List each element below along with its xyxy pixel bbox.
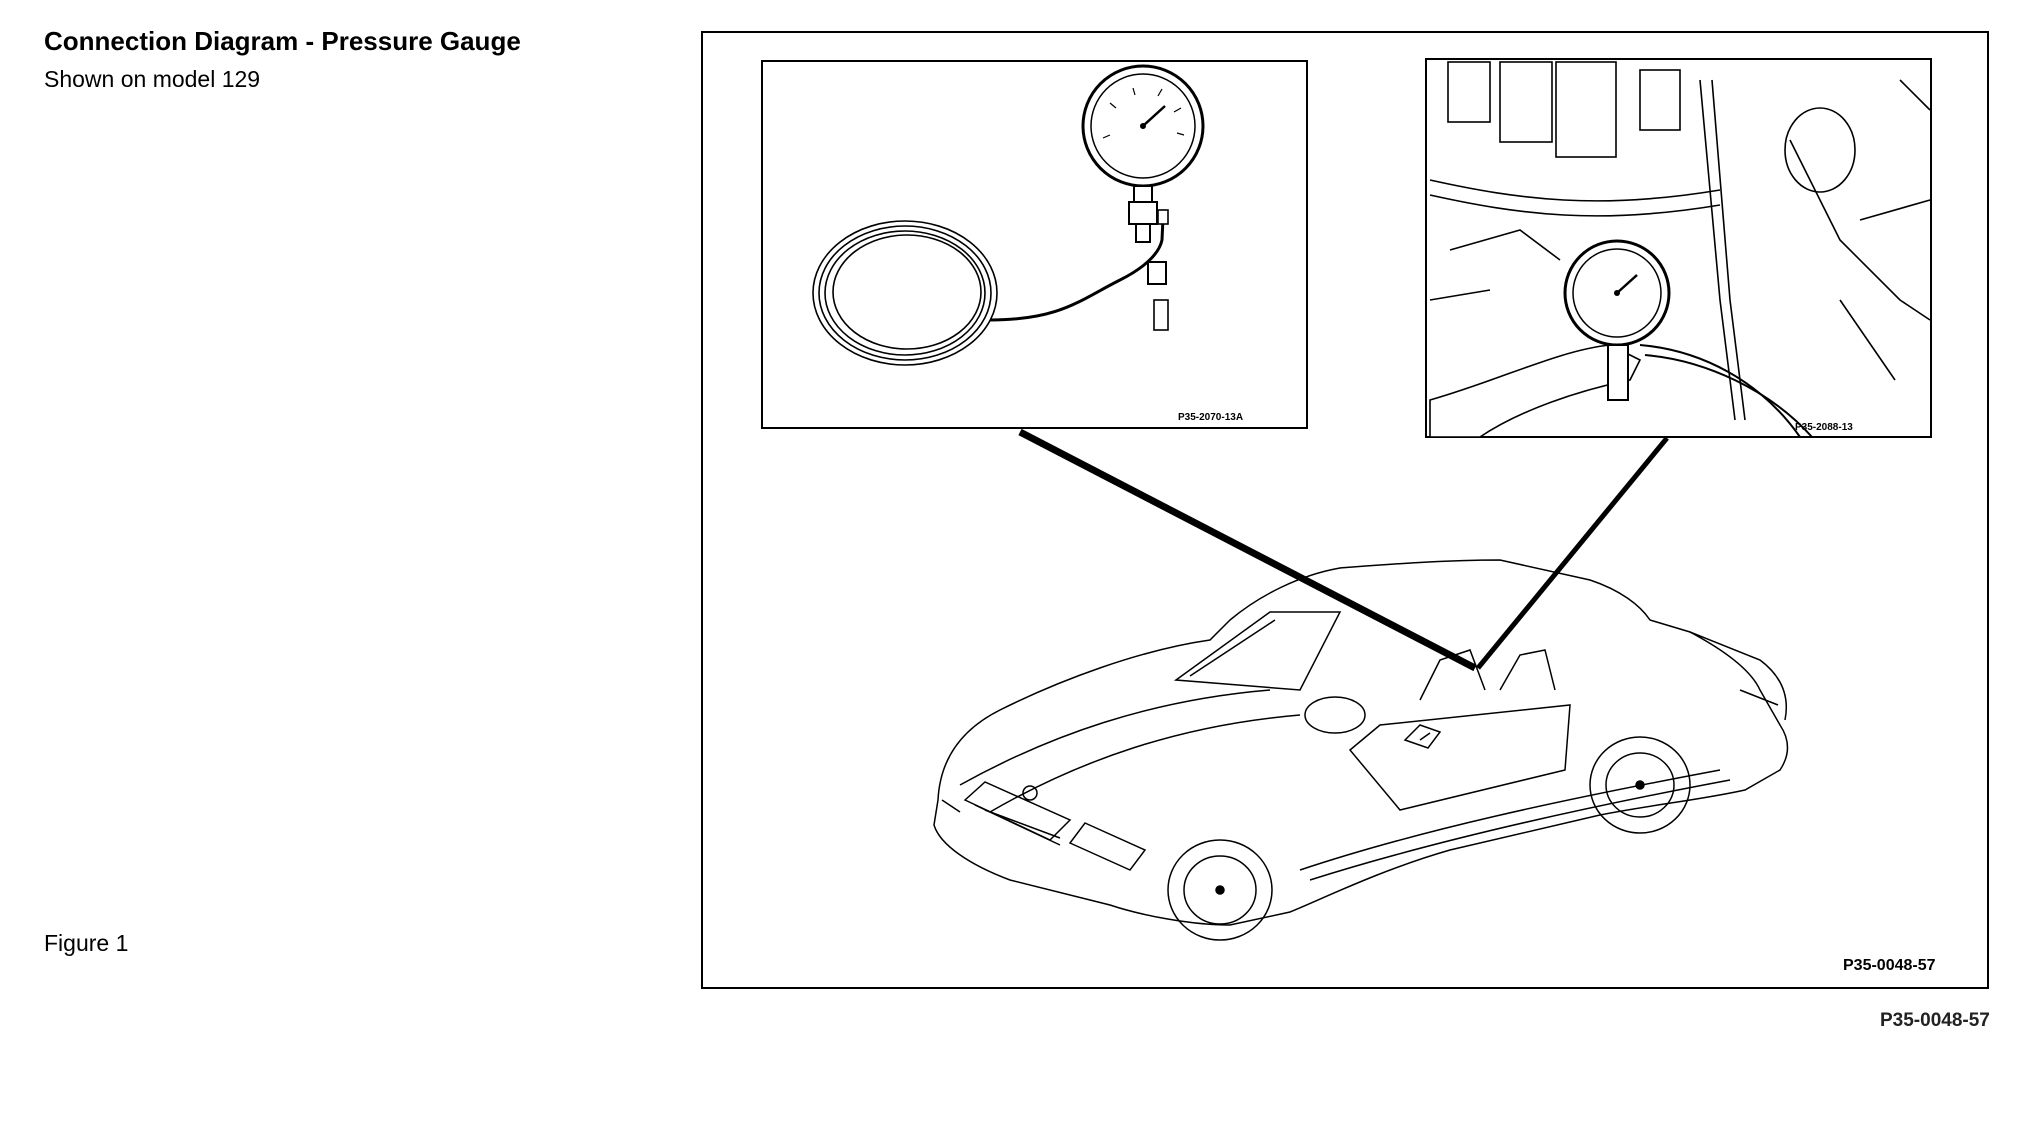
figure-caption-code: P35-0048-57	[1880, 1010, 1990, 1031]
leader-line-left	[1018, 428, 1477, 672]
hand-holding-gauge	[1429, 239, 1813, 438]
inset-gauge-and-hose: P35-2070-13A	[761, 60, 1308, 429]
figure-label: Figure 1	[44, 930, 129, 956]
page-subtitle: Shown on model 129	[44, 66, 261, 92]
inset-right-code: P35-2088-13	[1795, 422, 1853, 433]
frame-code: P35-0048-57	[1843, 957, 1936, 974]
leader-line-right	[1476, 436, 1669, 670]
inset-left-code: P35-2070-13A	[1178, 412, 1243, 423]
car-illustration	[933, 559, 1789, 941]
diagram-frame	[701, 31, 1989, 989]
inset-engine-bay: P35-2088-13	[1425, 58, 1932, 438]
pressure-gauge-icon	[1081, 64, 1205, 285]
page-title: Connection Diagram - Pressure Gauge	[44, 26, 521, 56]
coiled-hose-illustration	[812, 209, 1169, 366]
